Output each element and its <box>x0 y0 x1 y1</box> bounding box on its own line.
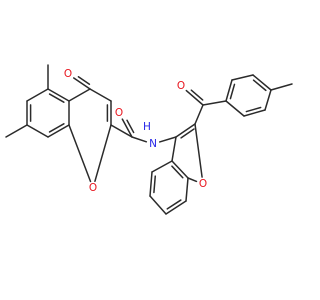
bond-21 <box>121 118 133 138</box>
bond-18 <box>73 77 91 90</box>
bond-27 <box>171 136 177 162</box>
bond-52 <box>270 83 293 91</box>
bond-45 <box>245 106 262 113</box>
bond-48 <box>252 79 267 92</box>
atom-n-amide: N <box>149 138 157 150</box>
bond-4 <box>26 124 49 138</box>
bond-42 <box>202 100 227 106</box>
bond-47 <box>252 74 272 91</box>
bond-24 <box>158 136 177 143</box>
bond-34 <box>153 175 157 194</box>
bond-22 <box>126 119 135 134</box>
atom-o-chromone-carbonyl: O <box>64 68 72 80</box>
bond-51 <box>229 83 236 100</box>
bond-2 <box>47 124 70 138</box>
bond-35 <box>149 195 167 215</box>
bond-25 <box>175 123 196 138</box>
bond-11 <box>5 124 28 138</box>
bond-33 <box>149 171 153 197</box>
bond-9 <box>48 93 65 103</box>
bond-38 <box>185 177 189 202</box>
atom-o-ketone: O <box>177 80 185 92</box>
bond-29 <box>187 177 198 183</box>
chemical-structure-diagram: O O O N H O O <box>5 64 293 215</box>
atom-o-chromone-ring: O <box>89 182 97 194</box>
atom-h-amide: H <box>143 121 151 133</box>
bond-8 <box>47 88 70 102</box>
bond-13 <box>89 88 112 102</box>
bond-3 <box>48 123 65 133</box>
bond-32 <box>151 160 173 173</box>
atom-o-amide: O <box>115 107 123 119</box>
bond-41 <box>190 89 204 101</box>
bond-36 <box>165 200 187 215</box>
bond-46 <box>264 89 272 111</box>
bond-28 <box>194 123 203 178</box>
bond-12 <box>68 88 91 102</box>
bond-7 <box>26 88 49 102</box>
bond-39 <box>194 104 204 125</box>
bond-19 <box>77 75 91 86</box>
atom-o-benzofuran-ring: O <box>199 178 207 190</box>
bond-16 <box>94 124 112 183</box>
bond-50 <box>225 79 233 102</box>
bond-30 <box>171 160 189 179</box>
bond-17 <box>68 124 92 183</box>
bond-37 <box>166 199 182 210</box>
bond-49 <box>231 74 254 81</box>
bond-44 <box>243 109 266 117</box>
bond-20 <box>110 124 133 138</box>
bond-40 <box>185 89 204 106</box>
bond-26 <box>180 128 195 139</box>
bond-43 <box>225 100 245 117</box>
bond-23 <box>131 136 148 143</box>
bond-layer <box>5 64 293 215</box>
bond-31 <box>171 165 184 179</box>
